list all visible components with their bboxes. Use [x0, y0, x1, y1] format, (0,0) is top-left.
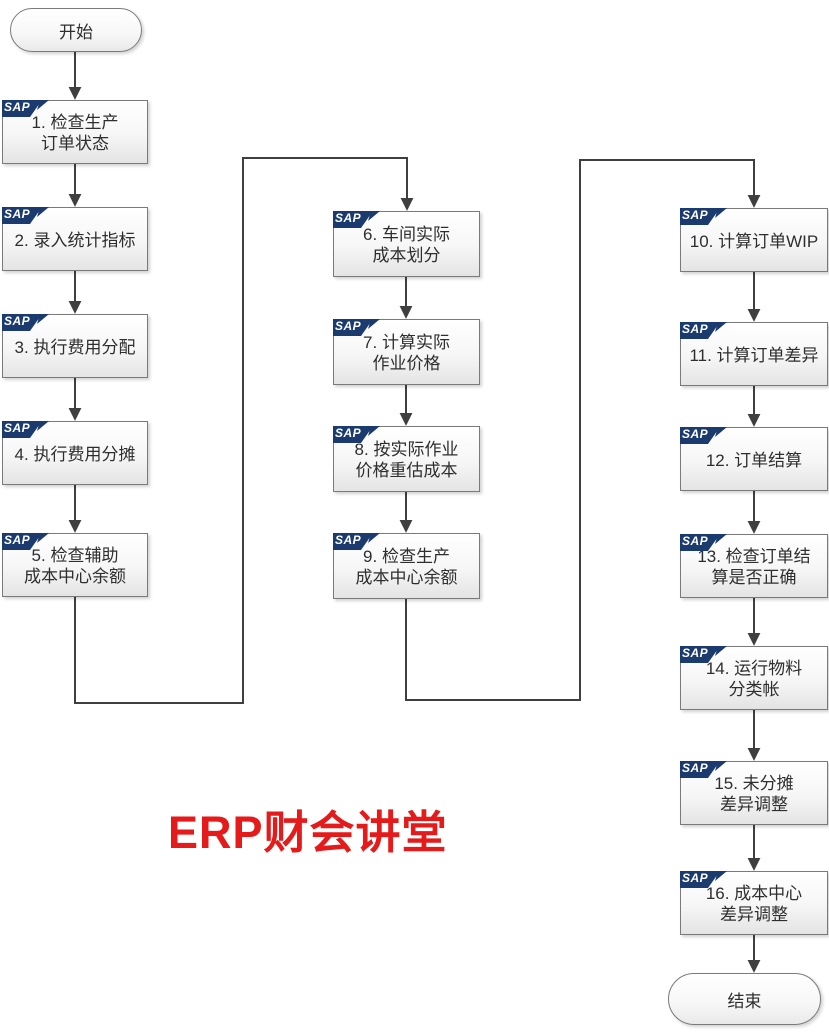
sap-logo-text: SAP — [4, 314, 31, 328]
step-node-13: SAP 13. 检查订单结 算是否正确 — [680, 534, 828, 598]
step-label: 13. 检查订单结 算是否正确 — [697, 547, 811, 587]
watermark-title: ERP财会讲堂 — [168, 807, 448, 858]
sap-logo-icon: SAP — [680, 322, 727, 339]
sap-logo-text: SAP — [682, 761, 709, 775]
step-label: 3. 执行费用分配 — [14, 337, 136, 357]
sap-logo-icon: SAP — [680, 871, 727, 888]
step-node-2: SAP 2. 录入统计指标 — [2, 207, 148, 271]
sap-logo-icon: SAP — [2, 100, 49, 117]
sap-logo-icon: SAP — [2, 314, 49, 331]
sap-logo-text: SAP — [4, 100, 31, 114]
step-node-14: SAP 14. 运行物料 分类帐 — [680, 646, 828, 710]
sap-logo-text: SAP — [682, 427, 709, 441]
sap-logo-text: SAP — [4, 207, 31, 221]
step-label: 10. 计算订单WIP — [689, 231, 819, 251]
sap-logo-icon: SAP — [680, 208, 727, 225]
step-label: 11. 计算订单差异 — [689, 345, 819, 365]
step-node-3: SAP 3. 执行费用分配 — [2, 314, 148, 378]
step-node-6: SAP 6. 车间实际 成本划分 — [333, 211, 480, 277]
step-label: 9. 检查生产 成本中心余额 — [355, 547, 458, 587]
sap-logo-slash — [37, 533, 49, 543]
sap-logo-text: SAP — [682, 208, 709, 222]
sap-logo-icon: SAP — [2, 533, 49, 550]
step-node-4: SAP 4. 执行费用分摊 — [2, 421, 148, 485]
step-label: 4. 执行费用分摊 — [14, 444, 136, 464]
sap-logo-text: SAP — [4, 533, 31, 547]
end-terminal: 结束 — [668, 973, 821, 1025]
step-label: 1. 检查生产 订单状态 — [31, 113, 119, 153]
sap-logo-slash — [715, 871, 727, 881]
sap-logo-slash — [715, 208, 727, 218]
step-label: 7. 计算实际 作业价格 — [363, 333, 450, 373]
step-label: 6. 车间实际 成本划分 — [363, 225, 450, 265]
sap-logo-slash — [368, 426, 380, 436]
sap-logo-slash — [368, 533, 380, 543]
sap-logo-icon: SAP — [680, 761, 727, 778]
sap-logo-text: SAP — [682, 646, 709, 660]
sap-logo-icon: SAP — [680, 534, 727, 551]
sap-logo-icon: SAP — [333, 319, 380, 336]
sap-logo-text: SAP — [682, 534, 709, 548]
sap-logo-slash — [368, 319, 380, 329]
sap-logo-text: SAP — [335, 319, 362, 333]
sap-logo-icon: SAP — [680, 646, 727, 663]
sap-logo-slash — [715, 534, 727, 544]
sap-logo-text: SAP — [682, 871, 709, 885]
sap-logo-icon: SAP — [333, 211, 380, 228]
sap-logo-slash — [37, 207, 49, 217]
step-label: 8. 按实际作业 价格重估成本 — [354, 440, 459, 480]
step-node-16: SAP 16. 成本中心 差异调整 — [680, 871, 828, 935]
step-label: 16. 成本中心 差异调整 — [705, 884, 803, 924]
step-node-1: SAP 1. 检查生产 订单状态 — [2, 100, 148, 164]
step-node-7: SAP 7. 计算实际 作业价格 — [333, 319, 480, 385]
step-node-9: SAP 9. 检查生产 成本中心余额 — [333, 533, 480, 599]
sap-logo-text: SAP — [335, 211, 362, 225]
step-node-10: SAP 10. 计算订单WIP — [680, 208, 828, 272]
sap-logo-slash — [715, 427, 727, 437]
sap-logo-icon: SAP — [680, 427, 727, 444]
step-node-5: SAP 5. 检查辅助 成本中心余额 — [2, 533, 148, 597]
sap-logo-slash — [37, 100, 49, 110]
sap-logo-slash — [715, 761, 727, 771]
sap-logo-slash — [368, 211, 380, 221]
step-label: 5. 检查辅助 成本中心余额 — [24, 546, 126, 586]
sap-logo-slash — [37, 314, 49, 324]
step-label: 12. 订单结算 — [705, 450, 803, 470]
sap-logo-icon: SAP — [333, 426, 380, 443]
sap-logo-text: SAP — [335, 533, 362, 547]
step-node-15: SAP 15. 未分摊 差异调整 — [680, 761, 828, 825]
sap-logo-slash — [715, 646, 727, 656]
step-node-12: SAP 12. 订单结算 — [680, 427, 828, 491]
sap-logo-slash — [37, 421, 49, 431]
sap-logo-text: SAP — [682, 322, 709, 336]
step-node-11: SAP 11. 计算订单差异 — [680, 322, 828, 386]
step-label: 15. 未分摊 差异调整 — [714, 774, 794, 814]
end-label: 结束 — [727, 991, 762, 1011]
sap-logo-icon: SAP — [333, 533, 380, 550]
start-terminal: 开始 — [10, 8, 142, 52]
start-label: 开始 — [59, 22, 93, 42]
sap-logo-text: SAP — [335, 426, 362, 440]
step-label: 2. 录入统计指标 — [14, 230, 136, 250]
sap-logo-icon: SAP — [2, 421, 49, 438]
step-node-8: SAP 8. 按实际作业 价格重估成本 — [333, 426, 480, 492]
step-label: 14. 运行物料 分类帐 — [705, 659, 803, 699]
sap-logo-icon: SAP — [2, 207, 49, 224]
sap-logo-text: SAP — [4, 421, 31, 435]
sap-logo-slash — [715, 322, 727, 332]
